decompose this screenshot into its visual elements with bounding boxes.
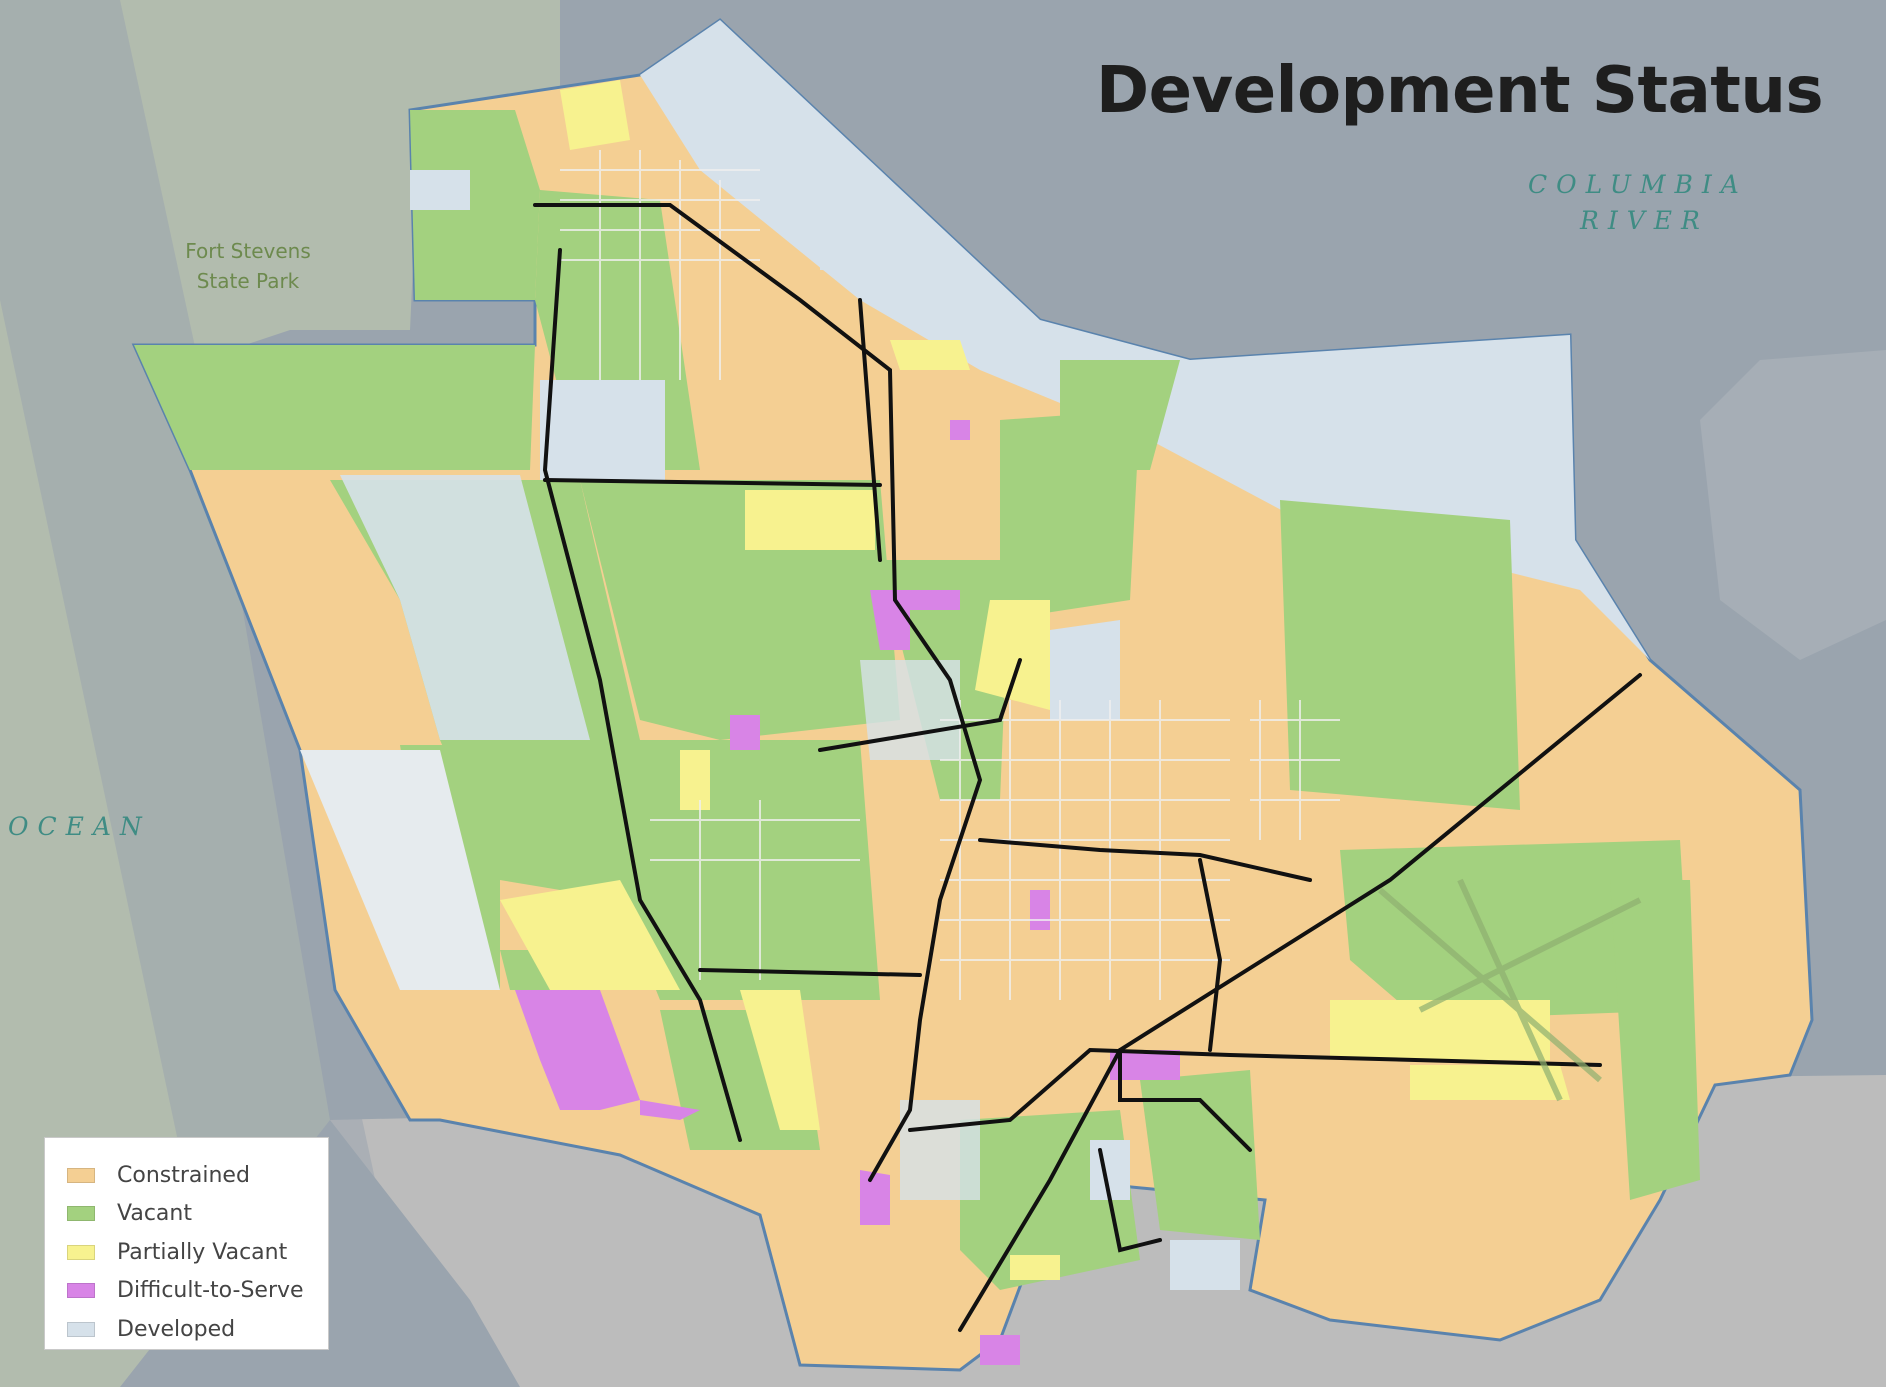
legend-label-constrained: Constrained: [117, 1162, 250, 1188]
park-label-line2: State Park: [196, 269, 300, 293]
developed-riverfront: [640, 20, 1650, 660]
fort-stevens-park-label: Fort Stevens State Park: [168, 236, 328, 296]
park-label-line1: Fort Stevens: [185, 239, 311, 263]
columbia-river-label-line1: COLUMBIA: [1528, 170, 1748, 199]
partially-vacant-parcels: [500, 80, 1570, 1280]
legend-item-difficult-to-serve: Difficult-to-Serve: [67, 1272, 328, 1311]
developed-parcels: [300, 170, 1240, 1290]
legend: Constrained Vacant Partially Vacant Diff…: [44, 1137, 329, 1350]
columbia-river-label-line2: RIVER: [1580, 206, 1709, 235]
airport-runways: [1378, 878, 1642, 1102]
legend-item-partially-vacant: Partially Vacant: [67, 1233, 328, 1272]
beach-strip: [0, 0, 420, 1387]
land-outside-east: [1700, 350, 1886, 660]
legend-swatch-partially-vacant: [67, 1244, 95, 1260]
legend-item-developed: Developed: [67, 1310, 328, 1349]
legend-label-difficult-to-serve: Difficult-to-Serve: [117, 1278, 304, 1304]
legend-label-vacant: Vacant: [117, 1201, 192, 1227]
legend-item-constrained: Constrained: [67, 1156, 328, 1195]
difficult-to-serve-parcels: [515, 420, 1180, 1365]
legend-label-developed: Developed: [117, 1316, 236, 1342]
ocean-label: OCEAN: [8, 812, 151, 841]
legend-swatch-vacant: [67, 1206, 95, 1222]
map-title: Development Status: [1096, 54, 1824, 128]
legend-label-partially-vacant: Partially Vacant: [117, 1239, 288, 1265]
major-roads: [533, 203, 1642, 1332]
legend-swatch-constrained: [67, 1167, 95, 1183]
legend-swatch-developed: [67, 1321, 95, 1337]
legend-swatch-difficult-to-serve: [67, 1283, 95, 1299]
legend-item-vacant: Vacant: [67, 1195, 328, 1234]
